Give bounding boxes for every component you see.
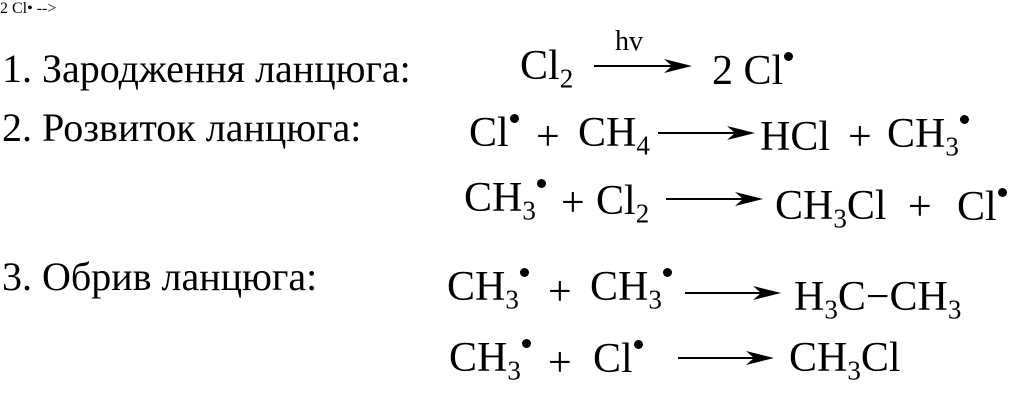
r5-arrow-icon — [678, 350, 774, 366]
r5-reactant-b: Cl — [593, 338, 643, 380]
r3-product-c: CH3Cl — [775, 183, 887, 234]
r2-reactant-b: CH4 — [578, 110, 650, 161]
r3-plus-1: + — [561, 180, 585, 226]
r4-arrow-icon — [685, 285, 781, 301]
radical-dot-icon — [537, 175, 546, 188]
radical-dot-icon — [998, 184, 1007, 197]
r5-plus-1: + — [548, 340, 572, 386]
r3-reactant-b: Cl2 — [596, 178, 650, 229]
radical-dot-icon — [960, 111, 969, 124]
radical-dot-icon — [634, 336, 643, 349]
r4-plus-1: + — [548, 269, 572, 315]
r3-arrow-icon — [666, 191, 763, 207]
r3-plus-2: + — [908, 184, 932, 230]
r2-arrow-icon — [658, 125, 755, 141]
stage-label-initiation: 1. Зародження ланцюга: — [2, 46, 411, 91]
r2-reactant-a: Cl — [469, 112, 519, 154]
r4-reactant-b: CH3 — [590, 264, 672, 313]
radical-dot-icon — [510, 110, 519, 123]
r3-product-d: Cl — [957, 186, 1007, 228]
r1-condition: hv — [615, 26, 643, 57]
radical-dot-icon — [663, 264, 672, 277]
r2-plus-1: + — [536, 114, 560, 160]
r1-arrow-icon — [594, 58, 692, 74]
stage-label-propagation: 2. Розвиток ланцюга: — [2, 105, 362, 150]
r2-plus-2: + — [848, 114, 872, 160]
radical-dot-icon — [784, 48, 793, 61]
r5-product: CH3Cl — [789, 335, 901, 386]
r1-reactant: Cl2 — [520, 43, 574, 94]
r2-product-c: HCl — [760, 114, 831, 160]
r5-reactant-a: CH3 — [449, 335, 531, 384]
stage-label-termination: 3. Обрив ланцюга: — [2, 254, 318, 299]
radical-dot-icon — [520, 264, 529, 277]
r4-reactant-a: CH3 — [447, 264, 529, 313]
r3-reactant-a: CH3 — [464, 175, 546, 224]
r1-product: 2 Cl — [712, 50, 793, 92]
r2-product-d: CH3 — [887, 111, 969, 160]
radical-dot-icon — [522, 335, 531, 348]
r4-product: H3C−CH3 — [794, 274, 962, 325]
